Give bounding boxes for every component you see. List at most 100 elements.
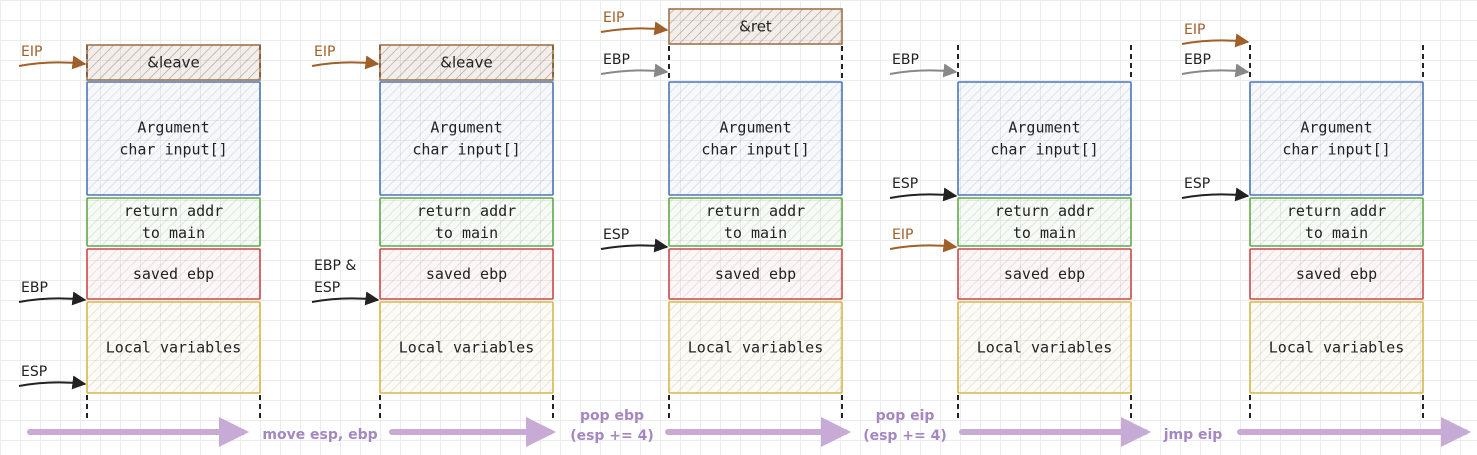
pointer-arrow: [18, 375, 87, 390]
saved-ebp-box-text: saved ebp: [715, 265, 796, 283]
pointer-ebp: EBP & ESP: [311, 258, 380, 306]
pointer-label: EIP: [603, 10, 624, 26]
pointer-label: ESP: [1184, 176, 1210, 192]
pointer-esp: ESP: [600, 227, 669, 253]
argument-box-text: Argument: [719, 119, 791, 137]
step-label-1: move esp, ebp: [262, 427, 377, 443]
return-addr-box-border: [957, 197, 1132, 247]
saved-ebp-box-border: [668, 248, 843, 300]
step-text: move esp, ebp: [262, 427, 377, 443]
local-variables-box-text: Local variables: [688, 339, 823, 357]
argument-box-text: char input[]: [701, 141, 809, 159]
local-variables-box-border: [1249, 301, 1424, 394]
pointer-label: EBP &: [314, 258, 356, 274]
pointer-ebp: EBP: [1181, 52, 1250, 78]
local-variables-box-border: [379, 301, 554, 394]
local-variables-box-text: Local variables: [106, 339, 241, 357]
return-addr-box-hatch: [380, 198, 553, 246]
return-addr-box-text: to main: [1305, 224, 1368, 242]
saved-ebp-box-text: saved ebp: [1004, 265, 1085, 283]
pointer-label: ESP: [314, 280, 340, 296]
argument-box: Argument char input[]: [957, 81, 1132, 196]
argument-box: Argument char input[]: [668, 81, 843, 196]
saved-ebp-box-hatch: [958, 249, 1131, 299]
argument-box-text: Argument: [1008, 119, 1080, 137]
return-addr-box-border: [668, 197, 843, 247]
return-addr-box-hatch: [1250, 198, 1423, 246]
argument-box-hatch: [87, 82, 260, 195]
pointer-label: EIP: [314, 44, 335, 60]
instruction-box: &leave: [379, 44, 554, 81]
return-addr-box: return addr to main: [379, 197, 554, 247]
pointer-arrow: [889, 63, 958, 78]
return-addr-box-text: return addr: [124, 202, 223, 220]
pointer-esp: ESP: [889, 176, 958, 202]
saved-ebp-box: saved ebp: [86, 248, 261, 300]
saved-ebp-box-hatch: [87, 249, 260, 299]
return-addr-box-text: to main: [435, 224, 498, 242]
saved-ebp-box-text: saved ebp: [133, 265, 214, 283]
pointer-label: ESP: [603, 227, 629, 243]
pointer-esp: ESP: [18, 364, 87, 390]
instruction-hatch: [669, 9, 842, 44]
pointer-eip: EIP: [18, 44, 87, 70]
step-text: (esp += 4): [863, 428, 947, 444]
argument-box-hatch: [1250, 82, 1423, 195]
local-variables-box-text: Local variables: [1269, 339, 1404, 357]
pointer-arrow: [18, 291, 87, 306]
step-text: pop ebp: [580, 408, 644, 424]
pointer-ebp: EBP: [18, 280, 87, 306]
step-text: (esp += 4): [570, 428, 654, 444]
return-addr-box-text: return addr: [417, 202, 516, 220]
pointer-arrow: [1181, 63, 1250, 78]
saved-ebp-box-border: [1249, 248, 1424, 300]
instruction-hatch: [380, 45, 553, 80]
argument-box-text: char input[]: [990, 141, 1098, 159]
step-label-4: jmp eip: [1163, 427, 1223, 443]
saved-ebp-box-hatch: [669, 249, 842, 299]
argument-box-text: Argument: [1300, 119, 1372, 137]
pointer-ebp: EBP: [889, 52, 958, 78]
argument-box-text: char input[]: [412, 141, 520, 159]
return-addr-box-border: [1249, 197, 1424, 247]
pointer-label: EIP: [21, 44, 42, 60]
local-variables-box-border: [668, 301, 843, 394]
pointer-label: EBP: [1184, 52, 1211, 68]
pointer-arrow: [1181, 33, 1250, 48]
pointer-label: EIP: [892, 227, 913, 243]
saved-ebp-box: saved ebp: [668, 248, 843, 300]
argument-box: Argument char input[]: [379, 81, 554, 196]
return-addr-box-text: return addr: [1287, 202, 1386, 220]
pointer-eip: EIP: [889, 227, 958, 253]
pointer-label: EBP: [21, 280, 48, 296]
step-label-3: pop eip(esp += 4): [863, 408, 947, 444]
instruction-hatch: [87, 45, 260, 80]
saved-ebp-box: saved ebp: [379, 248, 554, 300]
instruction-box: &leave: [86, 44, 261, 81]
argument-box-text: Argument: [137, 119, 209, 137]
argument-box-text: Argument: [430, 119, 502, 137]
argument-box-text: char input[]: [1282, 141, 1390, 159]
step-text: jmp eip: [1163, 427, 1223, 443]
instruction-label: &leave: [440, 54, 492, 72]
return-addr-box-hatch: [669, 198, 842, 246]
instruction-border: [668, 8, 843, 45]
saved-ebp-box-border: [957, 248, 1132, 300]
local-variables-box-text: Local variables: [977, 339, 1112, 357]
pointer-label: EBP: [892, 52, 919, 68]
return-addr-box-text: return addr: [706, 202, 805, 220]
argument-box-border: [1249, 81, 1424, 196]
argument-box-border: [86, 81, 261, 196]
instruction-border: [86, 44, 261, 81]
argument-box-hatch: [669, 82, 842, 195]
pointer-arrow: [889, 238, 958, 253]
argument-box-hatch: [958, 82, 1131, 195]
local-variables-box: Local variables: [957, 301, 1132, 394]
local-variables-box-hatch: [380, 302, 553, 393]
